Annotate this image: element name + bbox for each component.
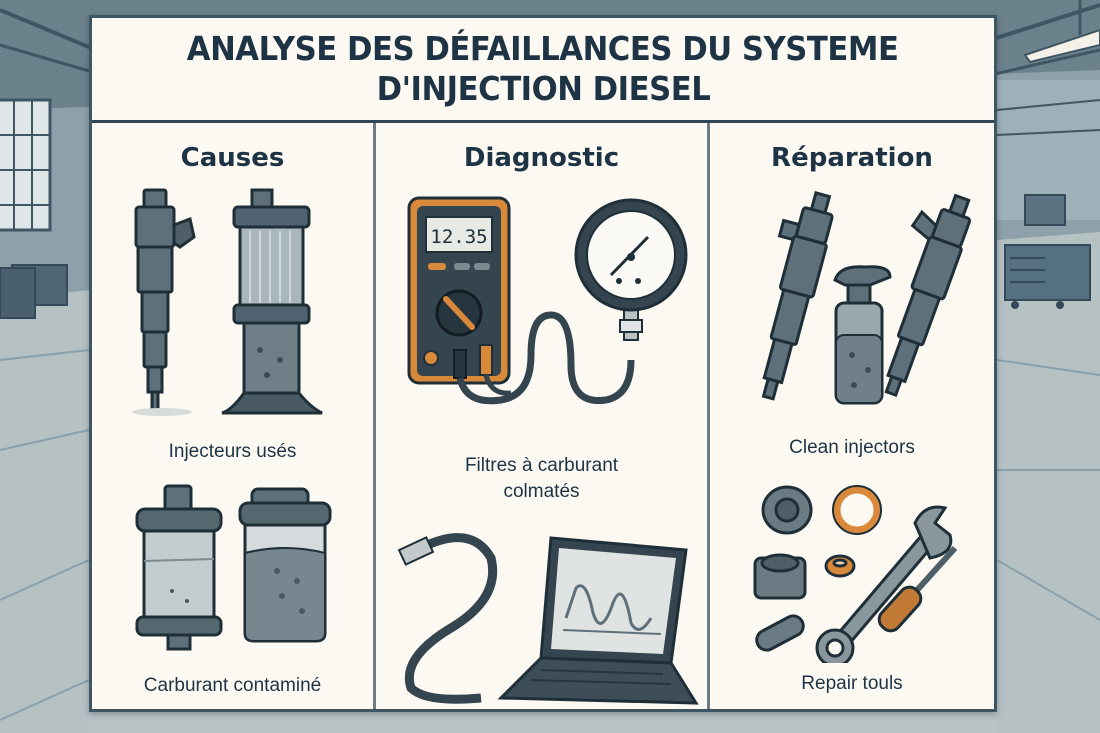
diagnostic-label-line-1: Filtres à carburant — [464, 455, 619, 476]
svg-text:12.35: 12.35 — [430, 226, 487, 248]
poster-header: ANALYSE DES DÉFAILLANCES DU SYSTEME D'IN… — [92, 18, 994, 123]
column-diagnostic: Diagnostic 12.35 — [373, 123, 707, 709]
multimeter-and-pressure-gauge-icon: 12.35 — [407, 196, 688, 405]
cause-label-worn-injectors: Injecteurs usés — [168, 441, 297, 462]
repair-tools-icon — [753, 485, 958, 663]
column-heading-causes: Causes — [180, 143, 285, 173]
diagnostic-label-clogged-filters: Filtres à carburant colmatés — [376, 453, 707, 505]
column-causes: Causes — [92, 123, 373, 709]
cause-label-contaminated-fuel: Carburant contaminé — [143, 675, 322, 696]
columns: Causes — [92, 123, 994, 709]
diagnostic-laptop-icon — [397, 533, 699, 705]
diagnostic-label-line-2: colmatés — [503, 481, 580, 502]
repair-label-repair-tools: Repair touls — [801, 673, 903, 694]
repair-label-clean-injectors: Clean injectors — [789, 437, 915, 458]
page-title-line-1: ANALYSE DES DÉFAILLANCES DU SYSTEME — [187, 29, 899, 68]
column-reparation: Réparation — [707, 123, 994, 709]
infographic-poster: ANALYSE DES DÉFAILLANCES DU SYSTEME D'IN… — [89, 15, 997, 712]
contaminated-fuel-containers-icon — [135, 484, 332, 651]
column-heading-diagnostic: Diagnostic — [463, 143, 620, 173]
worn-injector-and-clogged-filter-icon — [132, 188, 323, 416]
page-title-line-2: D'INJECTION DIESEL — [376, 69, 710, 108]
column-heading-reparation: Réparation — [771, 143, 933, 173]
injectors-and-cleaner-bottle-icon — [761, 191, 972, 405]
